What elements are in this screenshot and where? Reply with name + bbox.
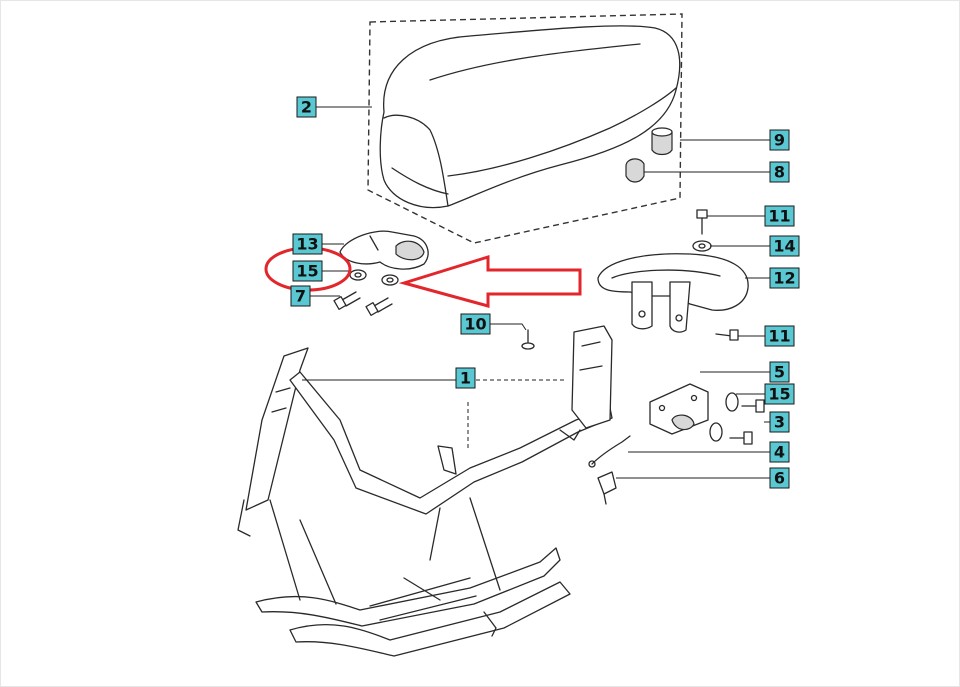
- seat-latch-part: [649, 383, 709, 435]
- svg-text:3: 3: [774, 413, 785, 432]
- leader-lines: [302, 106, 770, 479]
- svg-text:6: 6: [774, 469, 785, 488]
- callout-10: 10: [460, 313, 491, 335]
- bolt-part-side: [715, 329, 739, 341]
- seat-part: [367, 13, 683, 244]
- svg-text:1: 1: [460, 369, 471, 388]
- callout-11-upper: 11: [764, 205, 795, 227]
- damper-part: [625, 158, 645, 183]
- svg-text:12: 12: [773, 269, 795, 288]
- svg-text:4: 4: [774, 443, 785, 462]
- svg-text:8: 8: [774, 163, 785, 182]
- scooter-frame-part: [237, 325, 613, 657]
- svg-text:13: 13: [296, 235, 318, 254]
- svg-text:9: 9: [774, 131, 785, 150]
- hinge-bracket-part: [339, 230, 429, 270]
- callout-15-right: 15: [764, 383, 795, 405]
- callout-14: 14: [769, 235, 800, 257]
- callout-15-left: 15: [292, 260, 323, 282]
- bolt-part-upper: [696, 209, 708, 235]
- svg-text:11: 11: [768, 327, 790, 346]
- callout-11-lower: 11: [764, 325, 795, 347]
- callout-3: 3: [769, 411, 790, 433]
- callout-5: 5: [769, 361, 790, 383]
- callout-1: 1: [455, 367, 476, 389]
- screw-part: [521, 329, 535, 350]
- svg-text:2: 2: [301, 98, 312, 117]
- highlight-arrow: [398, 254, 582, 308]
- svg-text:15: 15: [296, 262, 318, 281]
- svg-text:11: 11: [768, 207, 790, 226]
- callout-8: 8: [769, 161, 790, 183]
- svg-text:14: 14: [773, 237, 795, 256]
- callout-6: 6: [769, 467, 790, 489]
- callout-4: 4: [769, 441, 790, 463]
- callout-9: 9: [769, 129, 790, 151]
- svg-text:10: 10: [464, 315, 486, 334]
- latch-washer-pair: [709, 392, 739, 442]
- bolt-pair: [333, 291, 393, 316]
- washer-pair: [349, 269, 399, 286]
- callout-12: 12: [769, 267, 800, 289]
- callout-13: 13: [292, 233, 323, 255]
- svg-text:7: 7: [295, 287, 306, 306]
- lock-pin-part: [597, 471, 617, 505]
- svg-text:15: 15: [768, 385, 790, 404]
- carrier-bracket-part: [597, 253, 749, 333]
- svg-text:5: 5: [774, 363, 785, 382]
- latch-bolt-pair: [729, 399, 765, 445]
- latch-cable-part: [588, 435, 631, 468]
- washer-part: [692, 240, 712, 252]
- callout-7: 7: [290, 285, 311, 307]
- callout-2: 2: [296, 96, 317, 118]
- rubber-bumper-part: [651, 127, 673, 156]
